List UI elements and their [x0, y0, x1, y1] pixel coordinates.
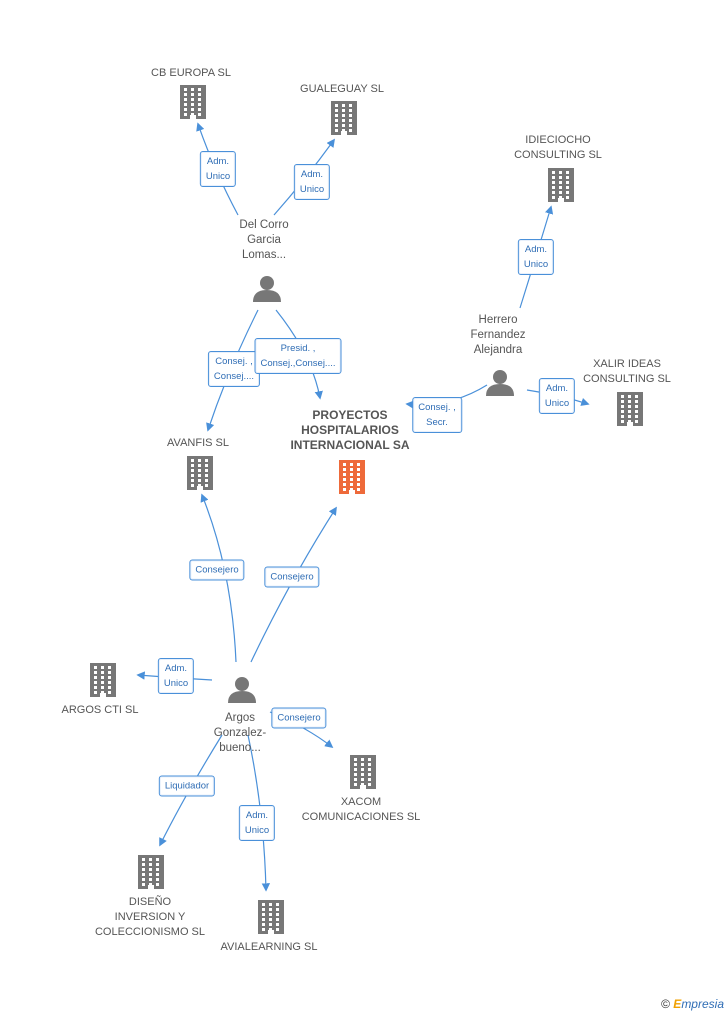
relation-label-del-corro-cb-europa[interactable]: Adm. Unico — [199, 151, 237, 187]
relation-label-herrero-proyectos[interactable]: Consej. , Secr. — [412, 397, 462, 433]
relation-label-del-corro-proyectos[interactable]: Presid. , Consej.,Consej.... — [254, 338, 342, 374]
building-icon-xacom[interactable] — [350, 755, 376, 789]
person-icon-del-corro[interactable] — [253, 276, 281, 302]
relation-label-herrero-xalir[interactable]: Adm. Unico — [538, 378, 576, 414]
relation-label-del-corro-avanfis[interactable]: Consej. , Consej.... — [207, 351, 261, 387]
empresia-watermark[interactable]: © Empresia — [661, 997, 724, 1011]
relation-label-argos-xacom[interactable]: Consejero — [271, 707, 327, 729]
company-label-diseno[interactable]: DISEÑO INVERSION Y COLECCIONISMO SL — [94, 896, 206, 938]
company-label-xacom[interactable]: XACOM COMUNICACIONES SL — [301, 796, 421, 823]
company-label-argos-cti[interactable]: ARGOS CTI SL — [61, 704, 139, 716]
node-icons — [90, 85, 643, 934]
company-label-xalir[interactable]: XALIR IDEAS CONSULTING SL — [583, 358, 671, 385]
company-label-gualeguay[interactable]: GUALEGUAY SL — [300, 83, 384, 95]
relation-label-argos-diseno[interactable]: Liquidador — [158, 775, 216, 797]
building-icon-avanfis[interactable] — [187, 456, 213, 490]
relation-label-del-corro-gualeguay[interactable]: Adm. Unico — [293, 164, 331, 200]
relation-label-argos-argos-cti[interactable]: Adm. Unico — [157, 658, 195, 694]
company-label-proyectos[interactable]: PROYECTOS HOSPITALARIOS INTERNACIONAL SA — [290, 408, 410, 452]
building-icon-diseno[interactable] — [138, 855, 164, 889]
brand-initial: E — [673, 997, 682, 1011]
relation-label-herrero-idieciocho[interactable]: Adm. Unico — [517, 239, 555, 275]
person-icon-herrero[interactable] — [486, 370, 514, 396]
relation-label-argos-proyectos[interactable]: Consejero — [264, 566, 320, 588]
person-label-argos[interactable]: Argos Gonzalez- bueno... — [213, 712, 267, 754]
building-icon-cb-europa[interactable] — [180, 85, 206, 119]
company-label-avanfis[interactable]: AVANFIS SL — [167, 437, 229, 449]
building-icon-gualeguay[interactable] — [331, 101, 357, 135]
company-label-idieciocho[interactable]: IDIECIOCHO CONSULTING SL — [514, 134, 602, 161]
company-label-cb-europa[interactable]: CB EUROPA SL — [151, 67, 231, 79]
person-label-del-corro[interactable]: Del Corro Garcia Lomas... — [239, 219, 289, 261]
brand-name: mpresia — [681, 997, 724, 1011]
building-icon-avialearning[interactable] — [258, 900, 284, 934]
person-icon-argos[interactable] — [228, 677, 256, 703]
building-icon-argos-cti[interactable] — [90, 663, 116, 697]
building-icon-xalir[interactable] — [617, 392, 643, 426]
relation-label-argos-avialearning[interactable]: Adm. Unico — [238, 805, 276, 841]
copyright-icon: © — [661, 997, 670, 1011]
building-icon-idieciocho[interactable] — [548, 168, 574, 202]
building-icon-proyectos[interactable] — [339, 460, 365, 494]
person-label-herrero[interactable]: Herrero Fernandez Alejandra — [470, 314, 526, 356]
company-label-avialearning[interactable]: AVIALEARNING SL — [220, 941, 318, 953]
relation-label-argos-avanfis[interactable]: Consejero — [189, 559, 245, 581]
